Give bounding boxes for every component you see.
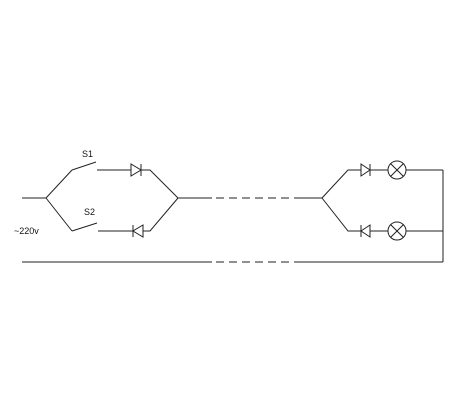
switch-s1: [71, 161, 97, 171]
lower-return-wire: [143, 197, 179, 232]
right-upper-branch: [321, 160, 443, 199]
right-upper-wire: [321, 169, 361, 199]
diode-upper-right: [360, 163, 371, 177]
label-s1: S1: [82, 149, 93, 159]
upper-branch: [45, 161, 179, 199]
lower-branch-wire: [45, 197, 73, 232]
right-lower-branch: [321, 197, 443, 241]
lower-branch: [45, 197, 179, 238]
lamp-upper-icon: [387, 160, 407, 180]
lamp-lower-icon: [387, 221, 407, 241]
diode-lower-right: [360, 224, 371, 238]
upper-branch-wire: [45, 169, 73, 199]
label-supply: ~220v: [14, 226, 39, 236]
switch-s2: [71, 222, 98, 232]
diode-upper-left: [130, 163, 142, 177]
diode-lower-left: [132, 224, 144, 238]
right-lower-wire: [321, 197, 361, 232]
label-s2: S2: [84, 207, 95, 217]
upper-return-wire: [141, 169, 179, 199]
